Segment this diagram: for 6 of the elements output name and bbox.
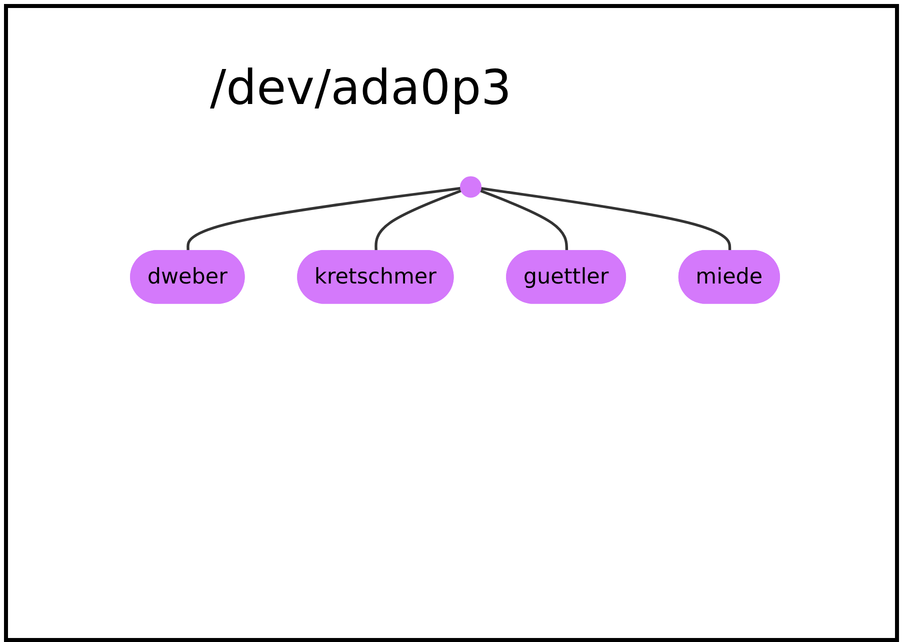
connector (186, 186, 461, 252)
title: /dev/ada0p3 (210, 60, 512, 116)
node-circle (460, 176, 482, 198)
connector (480, 189, 568, 252)
connector (480, 187, 732, 252)
connector (374, 189, 462, 252)
